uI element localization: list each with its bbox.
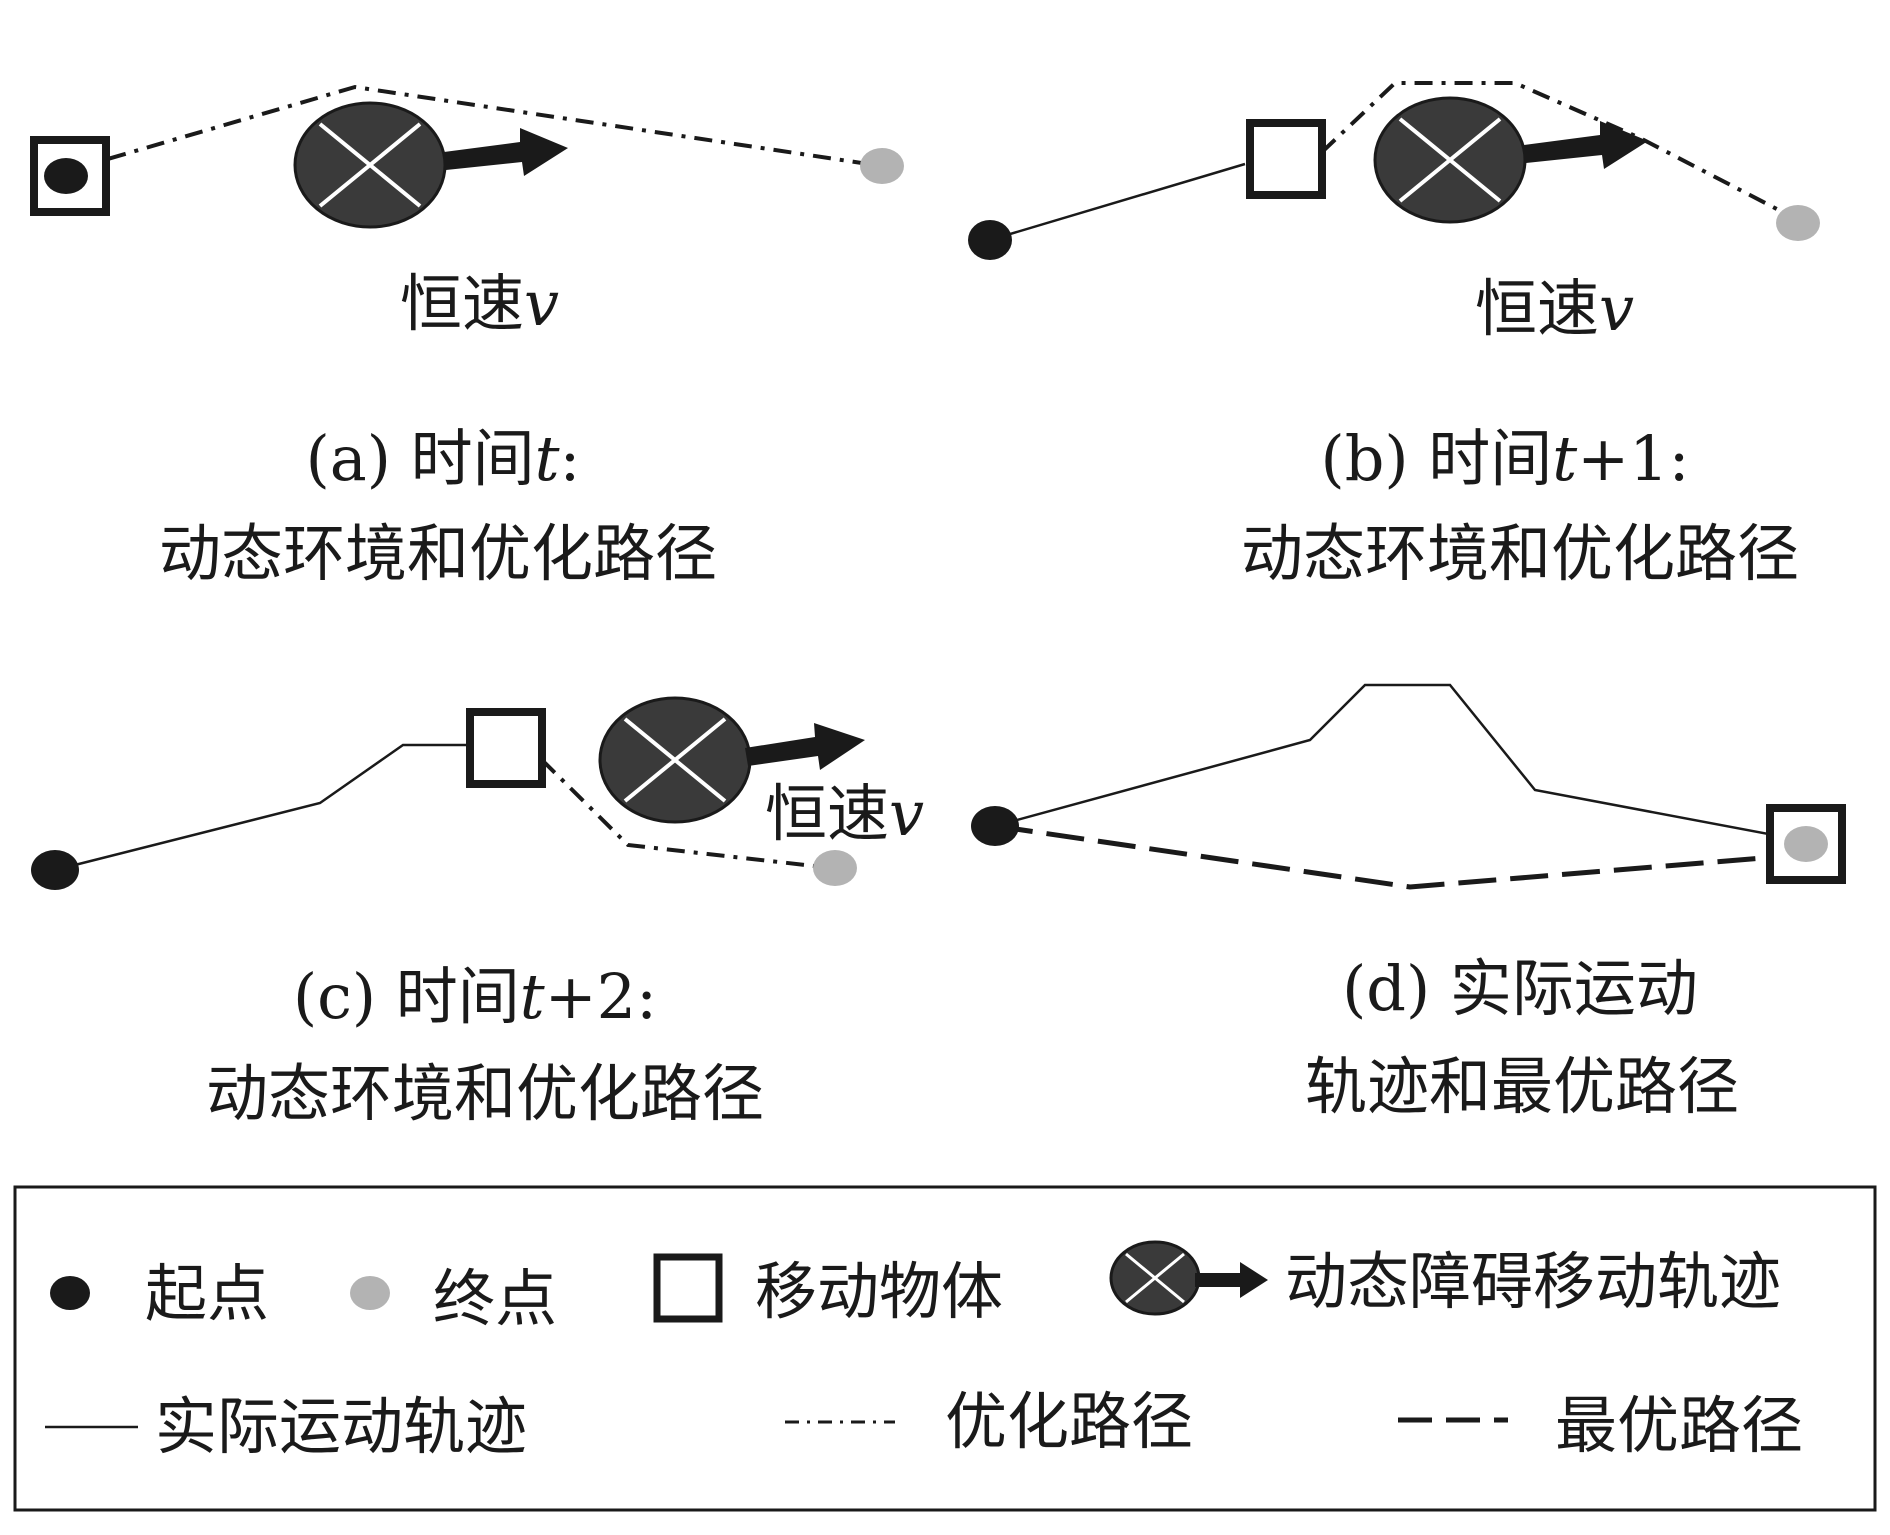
start-point	[31, 850, 79, 890]
actual-trajectory	[989, 162, 1246, 242]
obstacle-arrow	[444, 128, 568, 176]
optimized-path	[69, 84, 876, 172]
legend-end-marker	[350, 1276, 390, 1310]
moving-object	[1246, 119, 1326, 199]
panel-d-caption-line2: 轨迹和最优路径	[1305, 1050, 1739, 1123]
speed-label: 恒速v	[765, 777, 924, 850]
legend: 起点 终点 移动物体 动态障碍移动轨迹 实际运动轨迹 优化路径 最优路径	[13, 1185, 1877, 1512]
dynamic-obstacle	[1373, 96, 1527, 224]
end-point	[860, 148, 904, 184]
panel-c-caption-line2: 动态环境和优化路径	[206, 1057, 764, 1130]
end-point	[813, 850, 857, 886]
dynamic-obstacle	[293, 101, 447, 229]
speed-label: 恒速v	[400, 267, 559, 340]
obstacle-arrow	[1524, 121, 1648, 169]
panel-a-caption-line2: 动态环境和优化路径	[159, 517, 717, 590]
obstacle-arrow	[745, 723, 865, 770]
panel-a: 恒速v (a) 时间t: 动态环境和优化路径	[30, 84, 904, 590]
panel-d: (d) 实际运动 轨迹和最优路径	[971, 683, 1846, 1123]
legend-actual-label: 实际运动轨迹	[155, 1390, 527, 1463]
start-point	[968, 220, 1012, 260]
end-point	[1776, 205, 1820, 241]
panel-a-caption-line1: (a) 时间t:	[306, 422, 581, 495]
moving-object	[466, 708, 546, 788]
legend-start-marker	[50, 1276, 90, 1310]
legend-obstacle-marker	[1109, 1240, 1268, 1316]
actual-trajectory	[994, 683, 1801, 842]
optimized-path	[540, 758, 833, 870]
start-point	[44, 158, 88, 194]
panel-b-caption-line1: (b) 时间t+1:	[1321, 422, 1690, 495]
optimized-path	[1320, 81, 1799, 222]
legend-optimized-label: 优化路径	[945, 1385, 1193, 1458]
panel-c-caption-line1: (c) 时间t+2:	[293, 960, 657, 1033]
panel-b-caption-line2: 动态环境和优化路径	[1241, 517, 1799, 590]
legend-frame	[13, 1185, 1877, 1512]
dynamic-obstacle	[598, 696, 752, 824]
optimal-path	[994, 823, 1801, 890]
legend-moving-object-marker	[653, 1253, 723, 1323]
legend-obstacle-label: 动态障碍移动轨迹	[1285, 1245, 1781, 1318]
legend-optimal-label: 最优路径	[1555, 1389, 1803, 1462]
panel-d-caption-line1: (d) 实际运动	[1342, 952, 1698, 1025]
end-point	[1784, 826, 1828, 862]
speed-label: 恒速v	[1475, 272, 1634, 345]
start-point	[971, 806, 1019, 846]
panel-b: 恒速v (b) 时间t+1: 动态环境和优化路径	[968, 81, 1820, 590]
panel-c: 恒速v (c) 时间t+2: 动态环境和优化路径	[31, 696, 924, 1130]
legend-start-label: 起点	[145, 1257, 269, 1330]
legend-moving-object-label: 移动物体	[755, 1255, 1003, 1328]
actual-trajectory	[54, 743, 470, 872]
legend-end-label: 终点	[433, 1262, 557, 1335]
